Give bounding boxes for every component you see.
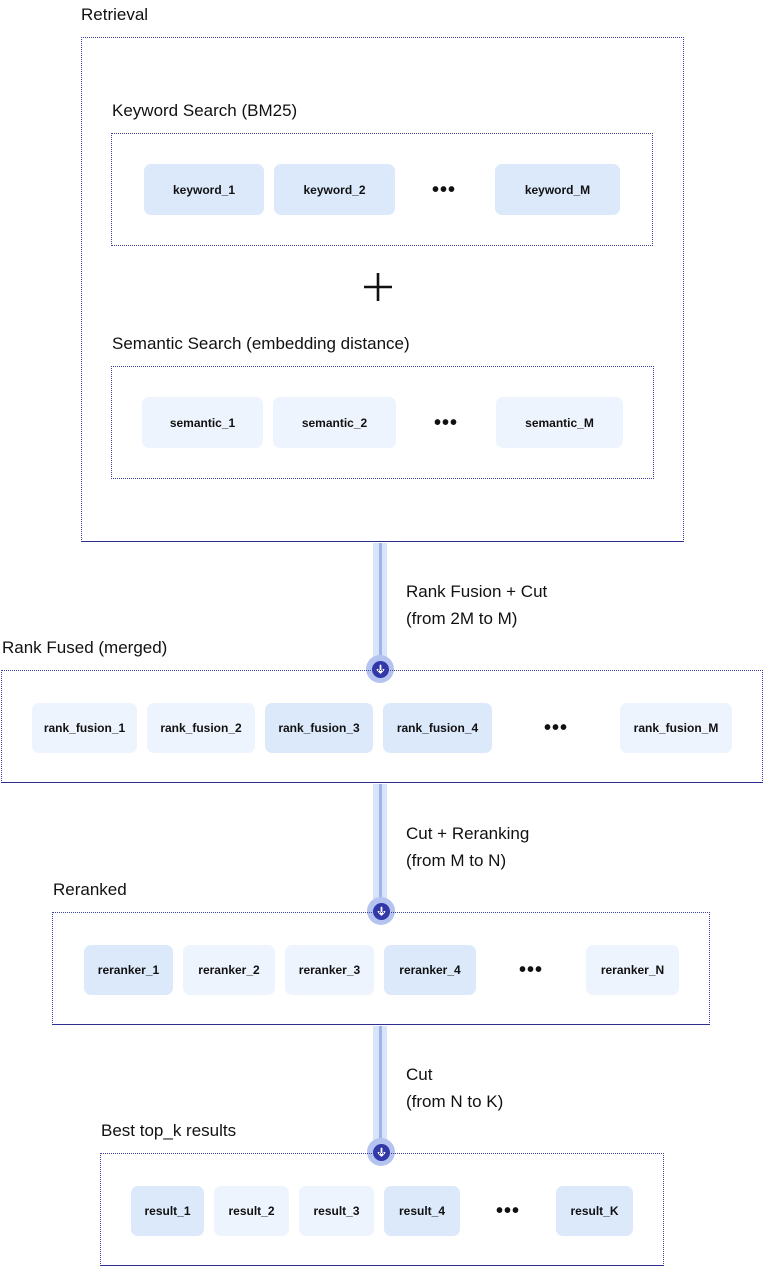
rank-fusion-chip: rank_fusion_3 [265, 703, 373, 753]
flow-connector [373, 1026, 387, 1140]
reranked-title: Reranked [53, 880, 127, 899]
edge-label-line: Cut [406, 1065, 433, 1084]
semantic-chip: semantic_M [496, 397, 623, 448]
keyword-chip: keyword_1 [144, 164, 264, 215]
reranker-chip: reranker_1 [84, 945, 173, 995]
retrieval-title: Retrieval [81, 5, 149, 24]
result-chip: result_2 [214, 1186, 289, 1236]
semantic-chip: semantic_1 [142, 397, 263, 448]
reranker-chip: reranker_3 [285, 945, 374, 995]
arrow-down-circle-icon [367, 1138, 395, 1166]
keyword-chip: keyword_M [495, 164, 620, 215]
arrow-down-circle-icon [367, 897, 395, 925]
edge-label-line: (from 2M to M) [406, 609, 518, 628]
edge-label-rerank: Cut + Reranking (from M to N) [406, 820, 529, 874]
rank-fused-title: Rank Fused (merged) [2, 638, 168, 657]
ellipsis-icon: ••• [431, 179, 456, 201]
result-chip: result_3 [299, 1186, 374, 1236]
retrieval-box [81, 37, 684, 542]
edge-label-line: (from N to K) [406, 1092, 504, 1111]
reranked-box [52, 912, 710, 1025]
semantic-search-title: Semantic Search (embedding distance) [112, 334, 410, 353]
flow-connector [373, 543, 387, 657]
ellipsis-icon: ••• [518, 959, 543, 981]
edge-label-line: Rank Fusion + Cut [406, 582, 548, 601]
result-chip: result_1 [131, 1186, 204, 1236]
keyword-chip: keyword_2 [274, 164, 395, 215]
result-chip: result_K [556, 1186, 633, 1236]
reranker-chip: reranker_2 [183, 945, 275, 995]
ellipsis-icon: ••• [543, 717, 568, 739]
semantic-chip: semantic_2 [273, 397, 396, 448]
semantic-search-box [111, 366, 654, 479]
rank-fusion-chip: rank_fusion_M [620, 703, 732, 753]
edge-label-line: Cut + Reranking [406, 824, 530, 843]
rank-fusion-chip: rank_fusion_4 [383, 703, 492, 753]
edge-label-fusion: Rank Fusion + Cut (from 2M to M) [406, 578, 547, 632]
ellipsis-icon: ••• [433, 412, 458, 434]
reranker-chip: reranker_4 [384, 945, 476, 995]
result-chip: result_4 [384, 1186, 460, 1236]
reranker-chip: reranker_N [586, 945, 679, 995]
rank-fused-box [1, 670, 763, 783]
results-box [100, 1153, 664, 1266]
keyword-search-box [111, 133, 653, 246]
ellipsis-icon: ••• [495, 1200, 520, 1222]
edge-label-line: (from M to N) [406, 851, 507, 870]
results-title: Best top_k results [101, 1121, 237, 1140]
keyword-search-title: Keyword Search (BM25) [112, 101, 298, 120]
rank-fusion-chip: rank_fusion_1 [32, 703, 137, 753]
edge-label-cut: Cut (from N to K) [406, 1061, 503, 1115]
plus-icon [364, 273, 392, 301]
rank-fusion-chip: rank_fusion_2 [147, 703, 255, 753]
flow-connector [373, 784, 387, 899]
